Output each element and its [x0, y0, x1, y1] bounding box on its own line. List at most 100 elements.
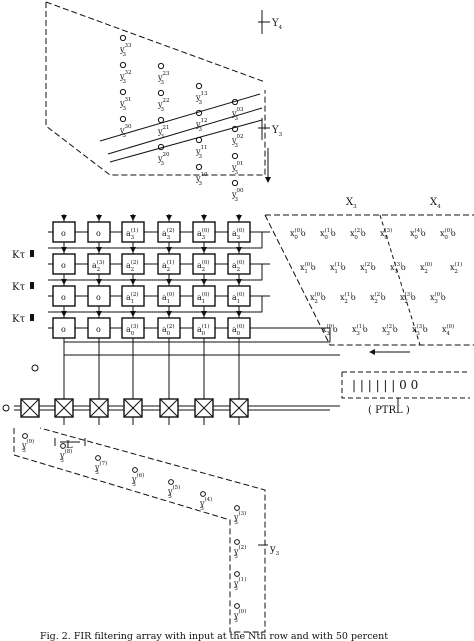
bottom-output-y2: y(7)3: [94, 455, 107, 476]
multiplier-0: [20, 398, 40, 418]
svg-text:y(2)3: y(2)3: [233, 544, 246, 560]
cell-r0-c0: o: [52, 214, 76, 243]
cell-r1-c1: a(3)2: [87, 246, 111, 275]
svg-text:y(8)3: y(8)3: [59, 448, 72, 464]
svg-text:y(7)3: y(7)3: [94, 460, 107, 476]
cell-r3-c2: a(3)0: [121, 310, 145, 339]
cell-r0-c1: o: [87, 214, 111, 243]
ktau-delay-2: [30, 282, 34, 289]
cell-r3-c3: a(2)0: [157, 310, 181, 339]
bottom-output-region: [13, 427, 266, 633]
cell-r3-c0: o: [52, 310, 76, 339]
svg-text:y(1)3: y(1)3: [233, 576, 246, 592]
cell-r1-c4: a(0)2: [192, 246, 216, 275]
input-x-r0-c3: x(3)0: [380, 227, 392, 241]
input-region: [264, 214, 474, 355]
bottom-output-y0: y(9)3: [21, 433, 34, 454]
svg-text:y(5)3: y(5)3: [167, 484, 180, 500]
svg-text:o: o: [61, 229, 66, 238]
input-x-r3-c4: x(0)4: [442, 323, 454, 337]
cell-r1-c2: a(2)2: [121, 246, 145, 275]
svg-text:o: o: [61, 261, 66, 270]
x3-label: X3: [346, 197, 357, 210]
cell-r2-c3: a(0)1: [157, 278, 181, 307]
svg-text:y(3)3: y(3)3: [233, 510, 246, 526]
bottom-output-y8: y(1)3: [233, 571, 246, 592]
ktau-label-2: Kτ: [12, 282, 25, 293]
y3-bottom-label: y3: [269, 544, 280, 557]
bottom-output-y3: y(6)3: [131, 467, 144, 488]
cell-r2-c5: a(0)1: [227, 278, 251, 307]
svg-text:y(6)3: y(6)3: [131, 472, 144, 488]
ptrl-label: ( PTRL ): [368, 405, 410, 416]
svg-text:y(0)3: y(0)3: [233, 608, 246, 624]
multiplier-2: [89, 398, 109, 418]
multiplier-5: [194, 398, 214, 418]
y4-label: Y4: [271, 18, 283, 31]
svg-text:o: o: [96, 325, 101, 334]
top-output-region: [45, 1, 271, 183]
cell-r3-c1: o: [87, 310, 111, 339]
cell-r0-c4: a(0)3: [192, 214, 216, 243]
multiplier-4: [159, 398, 179, 418]
svg-text:o: o: [61, 325, 66, 334]
ktau-delay-1: [30, 250, 34, 257]
cell-r2-c4: a(0)1: [192, 278, 216, 307]
svg-text:o: o: [96, 229, 101, 238]
multiplier-6: [229, 398, 249, 418]
bottom-output-y9: y(0)3: [233, 603, 246, 624]
svg-text:o: o: [61, 293, 66, 302]
cell-r0-c5: a(0)3: [227, 214, 251, 243]
input-x-r1-c5: x(1)2: [450, 261, 462, 275]
ptrl-bits: | | | | | | 0 0: [352, 378, 418, 392]
cell-r0-c2: a(1)3: [121, 214, 145, 243]
ktau-delay-3: [30, 314, 34, 321]
y3-label: Y3: [271, 125, 283, 138]
bottom-output-y6: y(3)3: [233, 505, 246, 526]
cell-r2-c1: o: [87, 278, 111, 307]
bottom-output-y4: y(5)3: [167, 479, 180, 500]
cell-r3-c4: a(1)0: [192, 310, 216, 339]
